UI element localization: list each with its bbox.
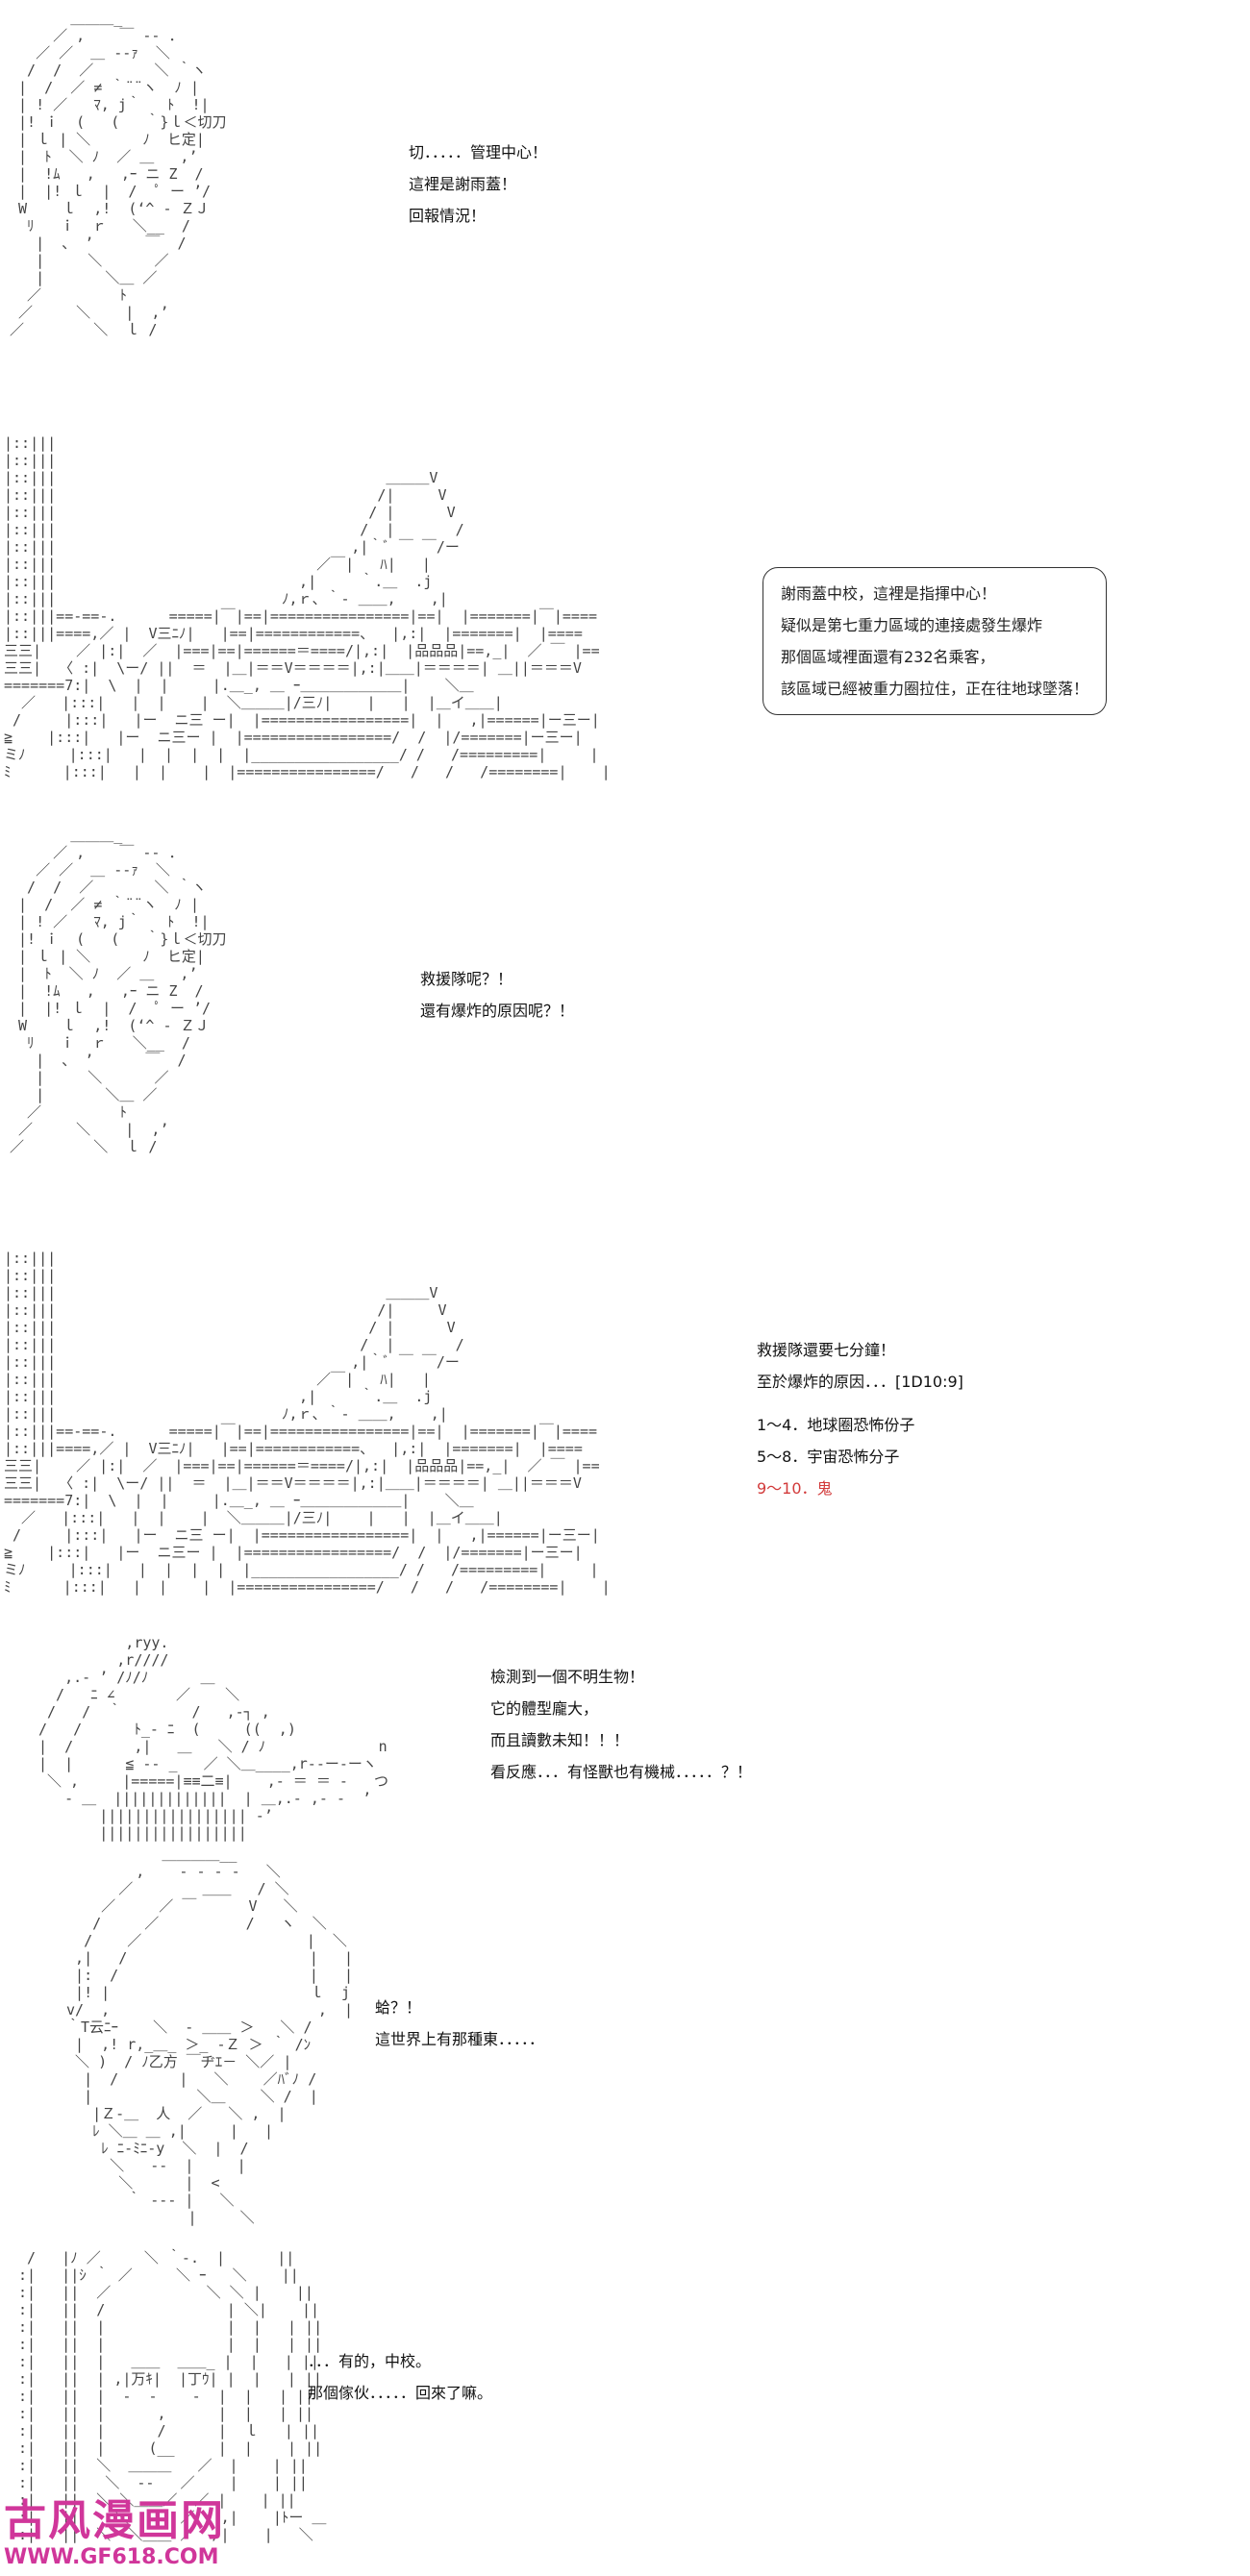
dialogue-4: 救援隊還要七分鐘！ 至於爆炸的原因．．．[1D10:9] 1～4．地球圈恐怖份子…: [757, 1334, 963, 1504]
panel-3: ＿＿＿_ ／ , ￣ ‐- ． ／ ／ ＿ ‐-ｧ ＼ / / ／ ＼ ｀ヽ |…: [0, 817, 1250, 1201]
dialogue-line: 疑似是第七重力區域的連接處發生爆炸: [781, 616, 1043, 634]
dialogue-line: 救援隊呢？！: [420, 970, 513, 988]
dialogue-line: 它的體型龐大，: [490, 1699, 599, 1718]
dialogue-line: 回報情況！: [409, 207, 487, 225]
dialogue-line: ．．．有的，中校。: [308, 2352, 432, 2370]
dialogue-line: 至於爆炸的原因．．．[1D10:9]: [757, 1373, 963, 1391]
watermark-url: WWW.GF618.COM: [4, 2545, 219, 2569]
watermark-logo: 古风漫画网 WWW.GF618.COM: [4, 2497, 225, 2570]
dialogue-line: 蛤？！: [375, 1998, 422, 2017]
ascii-art-station: |::||| |::||| |::||| ＿＿＿V |::||| /| V |:…: [4, 434, 611, 780]
dialogue-line: 那個區域裡面還有232名乘客，: [781, 648, 995, 666]
dialogue-line: 還有爆炸的原因呢？！: [420, 1002, 575, 1020]
panel-7: / |ﾉ ／ ＼ ｀‐. | || :| ||ｼ ｀ ／ ＼ ｰ ＼ || :|…: [0, 2240, 1250, 2576]
dialogue-line: 該區域已經被重力圈拉住，正在往地球墜落！: [781, 680, 1089, 698]
ascii-art-creature: ,ryy. ,r//// ,.‐ ’ /ﾉ/ﾉ ＿ / ﾆ ∠ ／ ＼ / / …: [38, 1634, 388, 1842]
panel-5: ,ryy. ,r//// ,.‐ ’ /ﾉ/ﾉ ＿ / ﾆ ∠ ／ ＼ / / …: [0, 1634, 1250, 1845]
panel-2: |::||| |::||| |::||| ＿＿＿V |::||| /| V |:…: [0, 423, 1250, 807]
speech-bubble: 謝雨蓋中校，這裡是指揮中心！ 疑似是第七重力區域的連接處發生爆炸 那個區域裡面還…: [762, 567, 1108, 715]
dialogue-6: 蛤？！ 這世界上有那種東．．．．．: [375, 1992, 544, 2055]
panel-4: |::||| |::||| |::||| ＿＿＿V |::||| /| V |:…: [0, 1240, 1250, 1624]
dialogue-line: 那個傢伙．．．．．回來了嘛。: [308, 2384, 493, 2402]
panel-6: ＿＿＿＿__ , ‐ ‐ ‐ ‐ ＼ ／ ＿＿ / ＼ ／ ／ ￣ V ＼ / …: [0, 1845, 1250, 2230]
dialogue-line: 看反應．．．有怪獸也有機械．．．．．？！: [490, 1763, 753, 1781]
ascii-art-face: ＿＿＿_ ／ , ￣ ‐- ． ／ ／ ＿ ‐-ｧ ＼ / / ／ ＼ ｀ヽ |…: [10, 827, 227, 1155]
dialogue-line: 檢測到一個不明生物！: [490, 1668, 645, 1686]
dialogue-7: ．．．有的，中校。 那個傢伙．．．．．回來了嘛。: [308, 2345, 492, 2409]
dialogue-3: 救援隊呢？！ 還有爆炸的原因呢？！: [420, 963, 574, 1027]
dialogue-line: 這裡是謝雨蓋！: [409, 175, 517, 193]
dialogue-line: 而且讀數未知！！！: [490, 1731, 630, 1749]
dialogue-line: 1～4．地球圈恐怖份子: [757, 1416, 915, 1434]
dialogue-line: 切．．．．．管理中心！: [409, 143, 548, 161]
dialogue-line: 謝雨蓋中校，這裡是指揮中心！: [781, 584, 997, 603]
dialogue-line: 5～8．宇宙恐怖分子: [757, 1448, 900, 1466]
ascii-art-face: / |ﾉ ／ ＼ ｀‐. | || :| ||ｼ ｀ ／ ＼ ｰ ＼ || :|…: [18, 2249, 327, 2543]
dialogue-line: 救援隊還要七分鐘！: [757, 1341, 896, 1359]
dialogue-line: 這世界上有那種東．．．．．: [375, 2030, 545, 2048]
dialogue-line-highlight: 9～10．鬼: [757, 1479, 833, 1498]
panel-1: ＿＿＿_ ／ , ￣ ‐- ． ／ ／ ＿ ‐-ｧ ＼ / / ／ ＼ ｀ヽ |…: [0, 0, 1250, 413]
watermark-name: 古风漫画网: [4, 2496, 225, 2545]
ascii-art-face: ＿＿＿_ ／ , ￣ ‐- ． ／ ／ ＿ ‐-ｧ ＼ / / ／ ＼ ｀ヽ |…: [10, 10, 227, 338]
ascii-art-face: ＿＿＿＿__ , ‐ ‐ ‐ ‐ ＼ ／ ＿＿ / ＼ ／ ／ ￣ V ＼ / …: [66, 1845, 354, 2226]
ascii-art-station: |::||| |::||| |::||| ＿＿＿V |::||| /| V |:…: [4, 1250, 611, 1596]
dialogue-1: 切．．．．．管理中心！ 這裡是謝雨蓋！ 回報情況！: [409, 136, 547, 232]
dialogue-5: 檢測到一個不明生物！ 它的體型龐大， 而且讀數未知！！！ 看反應．．．有怪獸也有…: [490, 1661, 752, 1788]
